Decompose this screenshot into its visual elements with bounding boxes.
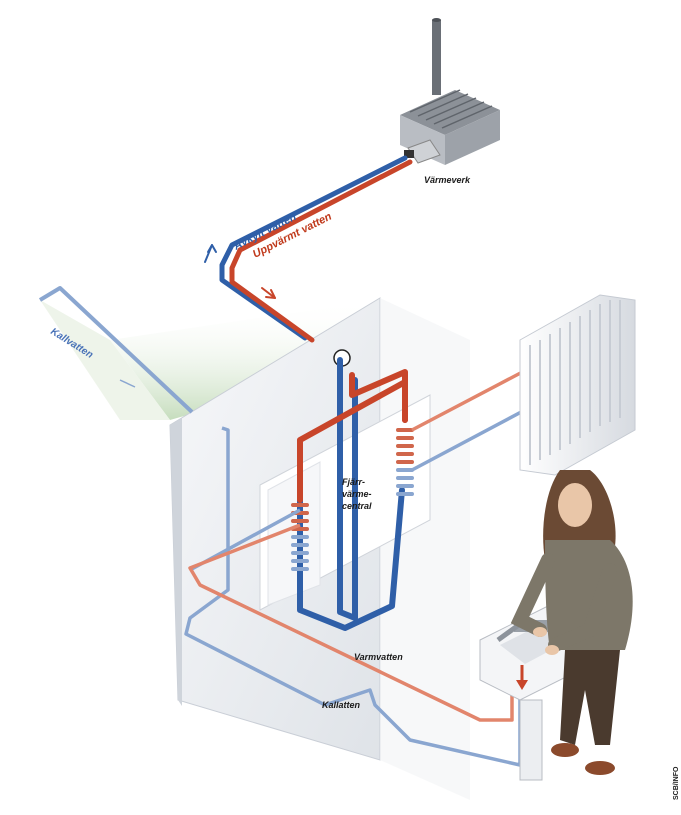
person bbox=[510, 470, 633, 775]
exchanger-blue-loop bbox=[337, 357, 358, 621]
substation-label-1: Fjärr- bbox=[342, 477, 365, 487]
cold-tap-label: Kallatten bbox=[322, 700, 361, 710]
plant-roof-vents bbox=[409, 89, 493, 129]
hot-tap-label: Varmvatten bbox=[354, 652, 403, 662]
credit-label: SCB/INFO bbox=[673, 766, 680, 800]
radiator bbox=[519, 294, 636, 476]
heat-exchanger bbox=[291, 349, 414, 631]
substation-label-3: central bbox=[342, 501, 372, 511]
cold-inlet-pipe bbox=[38, 286, 194, 414]
coil-left bbox=[291, 503, 309, 571]
hot-tap-circuit bbox=[188, 523, 514, 722]
coil-right bbox=[396, 428, 414, 496]
supply-pipe bbox=[229, 159, 413, 343]
plant-label: Värmeverk bbox=[424, 175, 471, 185]
district-pipes bbox=[204, 155, 413, 343]
substation-label-2: värme- bbox=[342, 489, 372, 499]
ground bbox=[40, 300, 380, 420]
return-pipe bbox=[219, 155, 408, 341]
power-plant: Värmeverk bbox=[400, 18, 500, 185]
